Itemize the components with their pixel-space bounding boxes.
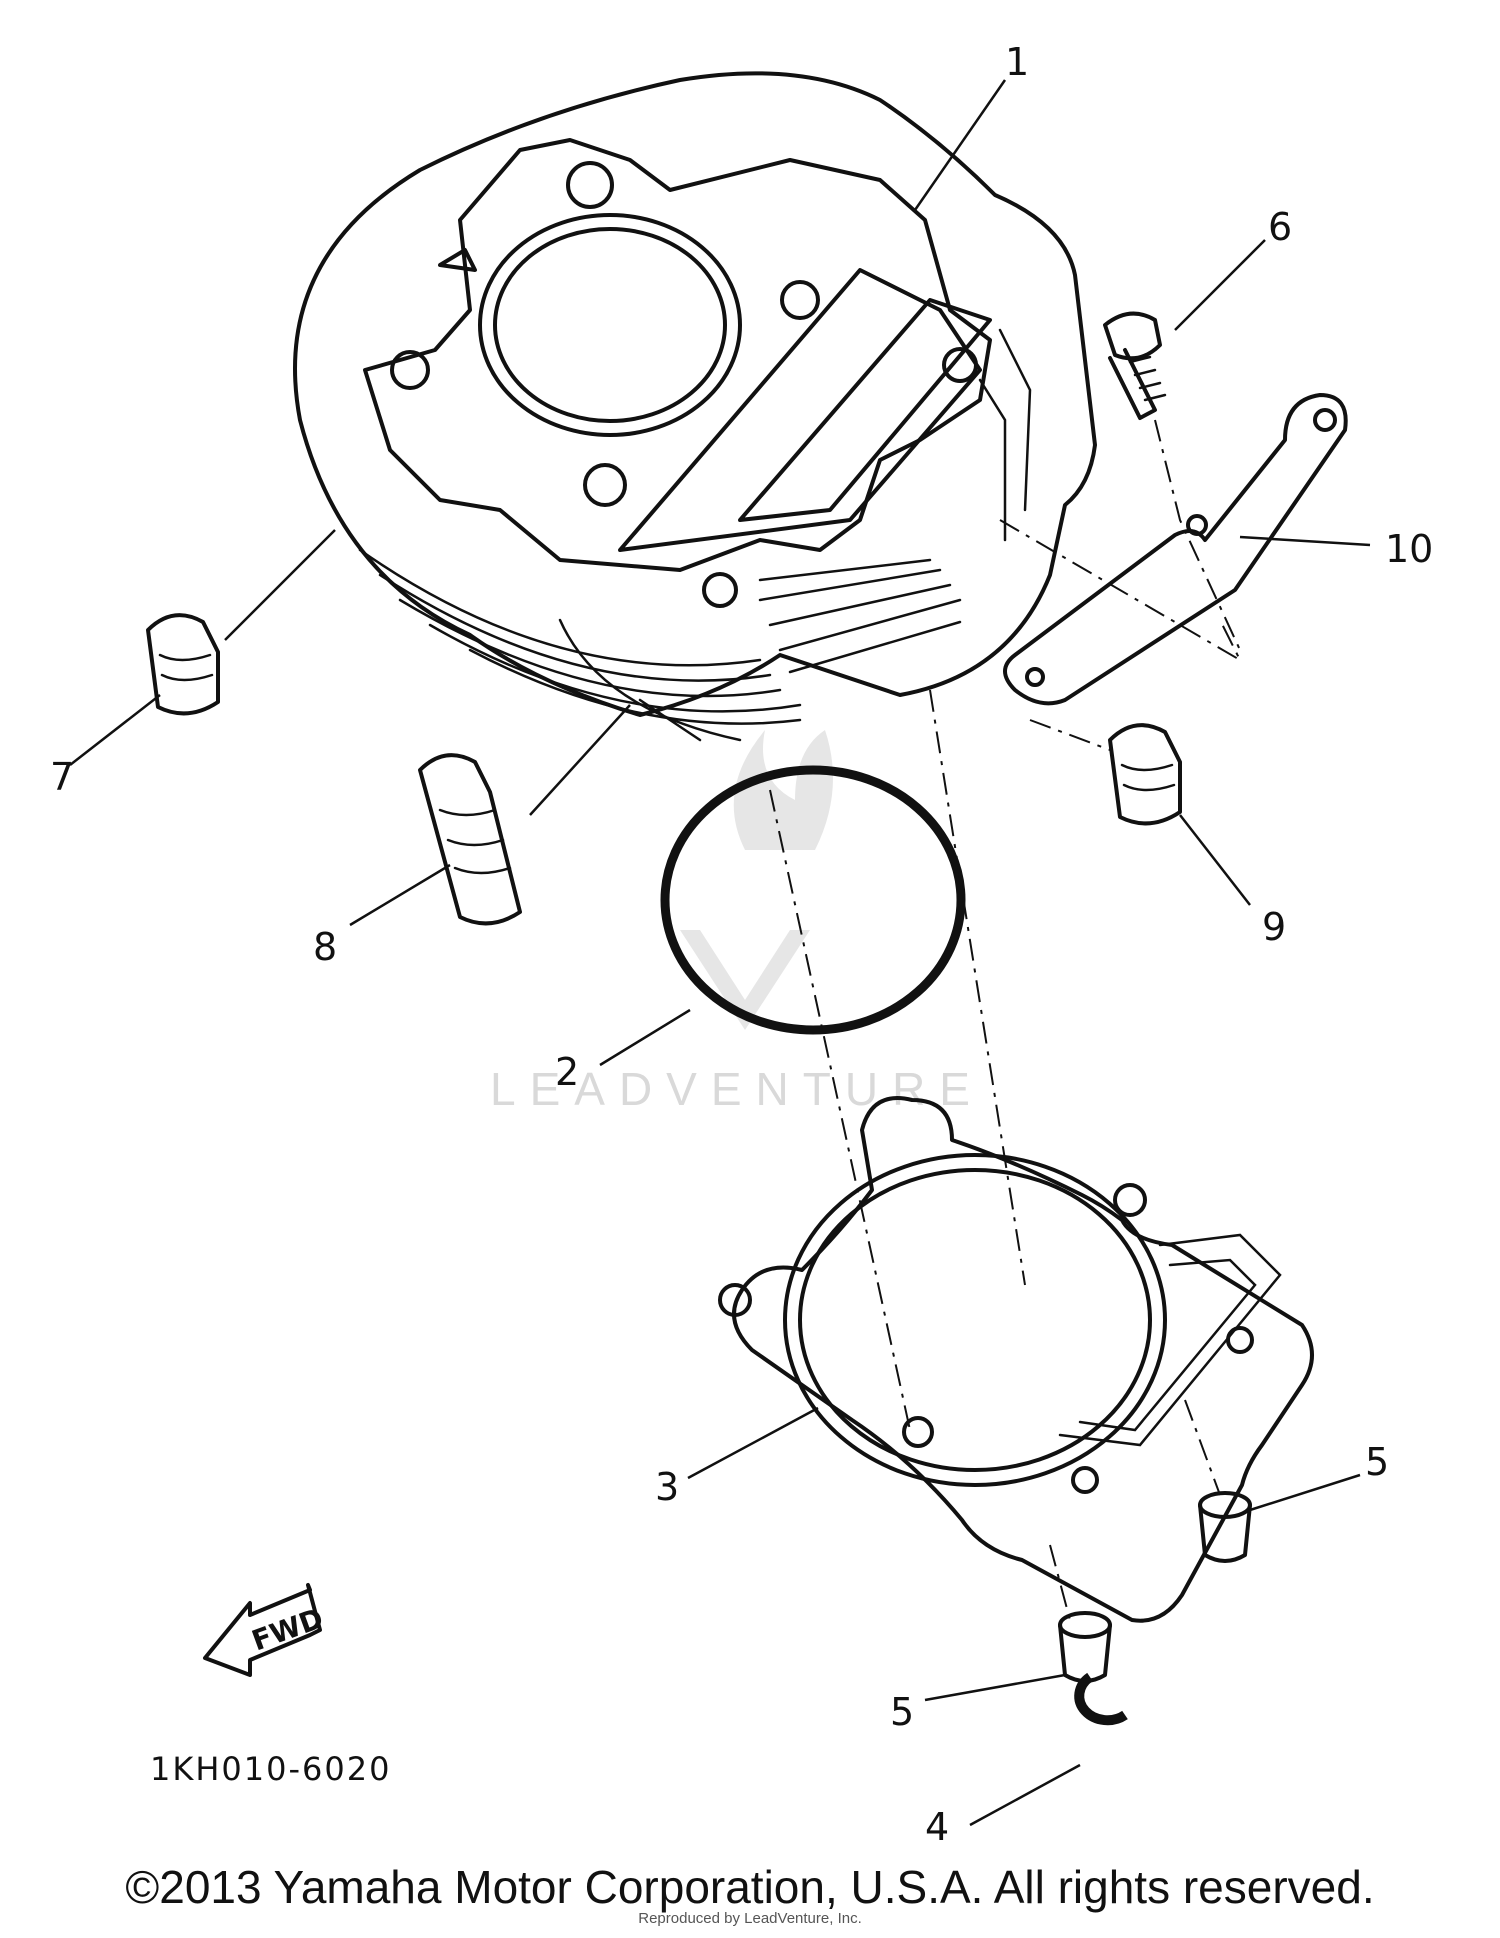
callout-8: 8 (313, 925, 337, 969)
callout-9: 9 (1262, 905, 1286, 949)
callout-5-lower: 5 (890, 1690, 914, 1734)
watermark-text: LEADVENTURE (490, 1063, 984, 1115)
diagram-code: 1KH010-6020 (150, 1750, 391, 1788)
part-bracket (1003, 393, 1348, 706)
part-plug-9 (1108, 723, 1182, 826)
part-base-gasket (718, 1096, 1314, 1623)
part-dowel-pin-upper (1198, 1491, 1252, 1563)
part-dowel-pin-lower (1058, 1611, 1112, 1683)
callout-7: 7 (50, 755, 74, 799)
part-plug-7 (146, 613, 220, 716)
part-circlip (1074, 1672, 1128, 1726)
fwd-arrow-icon: FWD (203, 1583, 328, 1677)
callout-5-upper: 5 (1365, 1440, 1389, 1484)
callout-3: 3 (655, 1465, 679, 1509)
leader-lines (69, 79, 1371, 1827)
watermark: LEADVENTURE (490, 730, 984, 1115)
part-bolt (1103, 311, 1167, 420)
callout-10: 10 (1385, 527, 1433, 571)
callout-numbers: 1 2 3 4 5 5 6 7 8 9 10 (50, 40, 1433, 1849)
reproduced-by-notice: Reproduced by LeadVenture, Inc. (638, 1910, 862, 1927)
callout-1: 1 (1005, 40, 1029, 84)
callout-4: 4 (925, 1805, 949, 1849)
part-stud-8 (418, 753, 522, 926)
callout-6: 6 (1268, 205, 1292, 249)
assembly-lines (769, 419, 1243, 1621)
callout-2: 2 (555, 1050, 579, 1094)
part-cylinder (293, 71, 1097, 742)
part-o-ring (660, 765, 966, 1035)
copyright-notice: ©2013 Yamaha Motor Corporation, U.S.A. A… (125, 1861, 1375, 1913)
